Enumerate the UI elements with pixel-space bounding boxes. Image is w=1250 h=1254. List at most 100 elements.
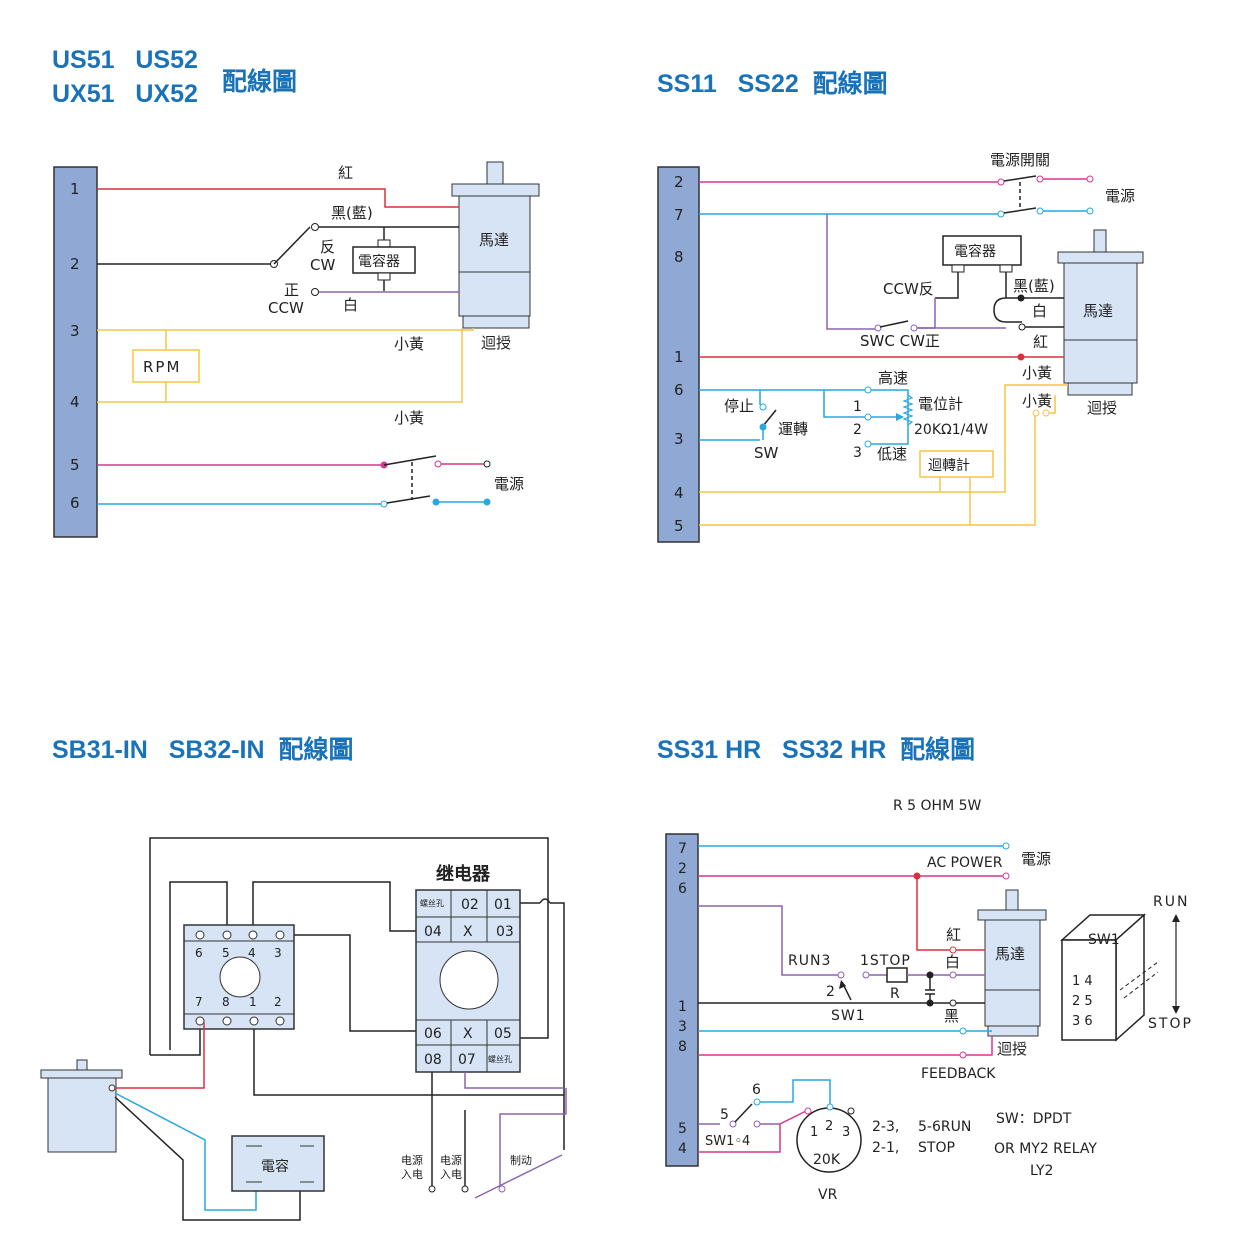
label-black-blue: 黑(藍) xyxy=(1013,277,1055,295)
label-black: 黑 xyxy=(944,1007,959,1025)
label-feedback: FEEDBACK xyxy=(921,1066,996,1082)
label-small-yellow-2: 小黃 xyxy=(1022,392,1052,410)
note-sw-dpdt: SW：DPDT xyxy=(996,1111,1072,1127)
label-n2: 2 xyxy=(853,422,862,438)
relay-02: 02 xyxy=(461,897,479,913)
socket-3: 3 xyxy=(274,946,282,960)
label-red: 紅 xyxy=(946,926,961,944)
terminal-block xyxy=(665,833,699,1167)
label-small-yellow-1: 小黃 xyxy=(1022,364,1052,382)
title-d1-line2: UX51 UX52 xyxy=(52,80,198,108)
label-forward: 正 xyxy=(284,281,299,299)
relay-04: 04 xyxy=(424,924,442,940)
note-my2: OR MY2 RELAY xyxy=(994,1141,1097,1157)
terminal-4: 4 xyxy=(678,1141,687,1157)
motor: 馬達 xyxy=(451,161,540,329)
label-power-in-2: 电源 xyxy=(440,1153,462,1167)
label-ac-power: AC POWER xyxy=(927,855,1003,871)
note-stop: STOP xyxy=(918,1140,955,1156)
terminal-5: 5 xyxy=(70,456,80,474)
terminal-7: 7 xyxy=(678,841,687,857)
label-reverse: 反 xyxy=(320,238,335,256)
label-stop1: 1STOP xyxy=(860,953,911,969)
terminal-8: 8 xyxy=(674,248,684,266)
terminal-6: 6 xyxy=(70,494,80,512)
label-brake: 制动 xyxy=(510,1154,532,1167)
motor: 馬達 xyxy=(1057,229,1144,396)
label-power-in-2b: 入电 xyxy=(440,1168,462,1181)
tachometer-label: 迴轉計 xyxy=(928,458,970,474)
capacitor xyxy=(352,246,416,274)
vr-value: 20K xyxy=(813,1152,841,1168)
terminal-4: 4 xyxy=(674,484,684,502)
label-feedback-cn: 迴授 xyxy=(997,1040,1027,1058)
vr-pin-2: 2 xyxy=(825,1119,833,1134)
label-swc-cw: SWC CW正 xyxy=(860,332,940,350)
relay-screw-left: 螺丝孔 xyxy=(420,898,444,908)
title-d2: SS11 SS22 配線圖 xyxy=(657,70,888,98)
label-red: 紅 xyxy=(1033,333,1048,351)
terminal-6: 6 xyxy=(678,881,687,897)
terminal-block xyxy=(657,166,700,543)
label-ccw-rev: CCW反 xyxy=(883,280,934,298)
capacitor-label: 電容器 xyxy=(358,253,400,270)
label-black-blue: 黑(藍) xyxy=(331,204,373,222)
label-sw1: SW1 xyxy=(831,1008,866,1024)
label-r: R xyxy=(890,986,900,1002)
label-power: 電源 xyxy=(1021,850,1051,868)
label-sw1-4: SW1◦4 xyxy=(705,1134,750,1149)
terminal-2: 2 xyxy=(70,255,80,273)
label-resistor: R 5 OHM 5W xyxy=(893,798,982,814)
sw1-switch: SW1 1 4 2 5 3 6 xyxy=(1060,913,1159,1042)
terminal-3: 3 xyxy=(674,430,684,448)
label-power-in-1b: 入电 xyxy=(401,1168,423,1181)
socket-4: 4 xyxy=(248,946,256,960)
relay-06: 06 xyxy=(424,1026,442,1042)
label-small-yellow-bottom: 小黃 xyxy=(394,409,424,427)
motor-label: 馬達 xyxy=(479,231,509,249)
relay-08: 08 xyxy=(424,1052,442,1068)
label-cw: CW xyxy=(310,256,335,274)
sw1-pins-36: 3 6 xyxy=(1072,1014,1093,1029)
label-potentiometer: 電位計 xyxy=(918,395,963,413)
terminal-5: 5 xyxy=(674,517,684,535)
relay-03: 03 xyxy=(496,924,514,940)
socket-6: 6 xyxy=(195,946,203,960)
terminal-2: 2 xyxy=(678,861,687,877)
relay-x1: X xyxy=(463,924,473,940)
sw1-box-label: SW1 xyxy=(1088,932,1120,948)
relay-05: 05 xyxy=(494,1026,512,1042)
label-n6: 6 xyxy=(752,1082,761,1098)
label-sw: SW xyxy=(754,444,779,462)
rpm-box xyxy=(132,349,200,383)
label-n5: 5 xyxy=(720,1107,729,1123)
relay-label: 继电器 xyxy=(436,863,491,885)
terminal-3: 3 xyxy=(70,322,80,340)
relay-x2: X xyxy=(463,1026,473,1042)
label-high-speed: 高速 xyxy=(878,369,908,387)
diagram-sb31: 6 5 4 3 7 8 1 2 继电器 螺丝孔 02 01 04 X 03 06… xyxy=(40,837,567,1221)
tachometer-box xyxy=(919,450,994,478)
label-power: 電源 xyxy=(494,475,524,493)
label-stop: STOP xyxy=(1148,1016,1193,1032)
terminal-6: 6 xyxy=(674,381,684,399)
label-stop: 停止 xyxy=(724,397,754,415)
label-white: 白 xyxy=(343,296,358,314)
label-power-switch: 電源開關 xyxy=(990,151,1050,169)
motor-label: 馬達 xyxy=(995,945,1025,963)
label-red: 紅 xyxy=(338,164,353,182)
label-small-yellow-top: 小黃 xyxy=(394,335,424,353)
label-low-speed: 低速 xyxy=(877,445,907,463)
socket-1: 1 xyxy=(249,995,257,1009)
label-run3: RUN3 xyxy=(788,953,831,969)
diagram-ss11: 2 7 8 1 6 3 4 5 電源開關 電源 xyxy=(657,151,1144,543)
label-run: RUN xyxy=(1153,894,1189,910)
label-white: 白 xyxy=(945,953,960,971)
motor xyxy=(40,1059,123,1153)
diagram-us51: 1 2 3 4 5 6 馬達 紅 黑(藍) 反 CW 正 CCW xyxy=(53,161,540,538)
motor: 馬達 xyxy=(977,889,1047,1037)
label-n2: 2 xyxy=(826,984,835,1000)
vr-pin-3: 3 xyxy=(842,1125,850,1140)
capacitor xyxy=(942,235,1022,266)
